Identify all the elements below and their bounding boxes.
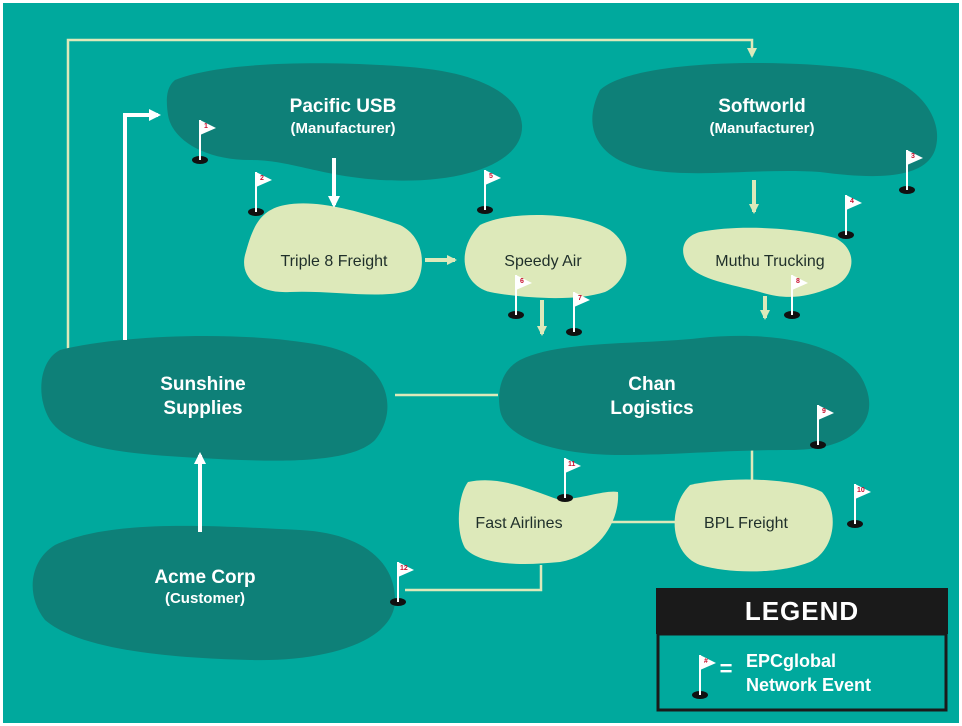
blob-softworld — [592, 63, 938, 177]
flag-4: 4 — [837, 194, 863, 240]
flag-7: 7 — [565, 291, 591, 337]
flag-3-number: 3 — [911, 153, 915, 160]
label-speedy-air: Speedy Air — [504, 253, 582, 270]
label-chan-1: Chan — [628, 374, 676, 395]
flag-8: 8 — [783, 274, 809, 320]
flag-12: 12 — [389, 561, 415, 607]
label-muthu: Muthu Trucking — [715, 253, 824, 270]
blob-triple8 — [244, 203, 422, 295]
connector-fast-acme — [405, 565, 543, 592]
blob-acme — [32, 525, 395, 661]
label-sunshine-1: Sunshine — [160, 374, 246, 395]
flag-11-number: 11 — [568, 461, 576, 468]
blob-pacific-usb — [166, 63, 523, 181]
arrow-sunshine-pacific — [123, 109, 161, 340]
label-softworld-role: (Manufacturer) — [709, 120, 814, 137]
label-acme: Acme Corp — [154, 567, 255, 588]
flag-9: 9 — [809, 404, 835, 450]
blob-fast-airlines — [458, 480, 619, 564]
blob-sunshine — [41, 335, 388, 461]
legend-equals: = — [720, 656, 733, 681]
blob-speedy-air — [464, 214, 627, 299]
flag-8-number: 8 — [796, 278, 800, 285]
label-fast-airlines: Fast Airlines — [475, 515, 562, 532]
flag-4-number: 4 — [850, 198, 854, 205]
legend-header — [656, 588, 948, 634]
flag-10-number: 10 — [857, 487, 865, 494]
blob-bpl — [674, 479, 833, 572]
legend-line-2: Network Event — [746, 675, 871, 695]
label-softworld: Softworld — [718, 96, 806, 117]
flag-7-number: 7 — [578, 295, 582, 302]
flag-9-number: 9 — [822, 408, 826, 415]
flow-arrows — [425, 180, 770, 336]
connectors — [66, 38, 757, 592]
label-chan-2: Logistics — [610, 398, 693, 419]
flag-5-number: 5 — [489, 173, 493, 180]
legend: LEGEND # = EPCglobal Network Event — [656, 588, 948, 712]
label-sunshine-2: Supplies — [163, 398, 242, 419]
flag-1-number: 1 — [204, 123, 208, 130]
label-acme-role: (Customer) — [165, 590, 245, 607]
blob-muthu — [683, 227, 852, 297]
legend-line-1: EPCglobal — [746, 651, 836, 671]
flag-11: 11 — [556, 457, 582, 503]
flag-2: 2 — [247, 171, 273, 217]
label-triple8: Triple 8 Freight — [281, 253, 389, 270]
label-pacific-role: (Manufacturer) — [290, 120, 395, 137]
label-bpl: BPL Freight — [704, 515, 788, 532]
flag-2-number: 2 — [260, 175, 264, 182]
flag-6-number: 6 — [520, 278, 524, 285]
flag-1: 1 — [191, 119, 217, 165]
legend-title: LEGEND — [745, 596, 859, 626]
connector-sunshine-to-softworld — [66, 38, 757, 350]
flag-5: 5 — [476, 169, 502, 215]
flag-6: 6 — [507, 274, 533, 320]
blob-chan — [499, 335, 870, 455]
white-arrows — [123, 109, 340, 532]
legend-flag-symbol: # — [704, 658, 708, 665]
flag-10: 10 — [846, 483, 872, 529]
flag-12-number: 12 — [400, 565, 408, 572]
label-pacific-usb: Pacific USB — [290, 96, 397, 117]
flag-3: 3 — [898, 149, 924, 195]
